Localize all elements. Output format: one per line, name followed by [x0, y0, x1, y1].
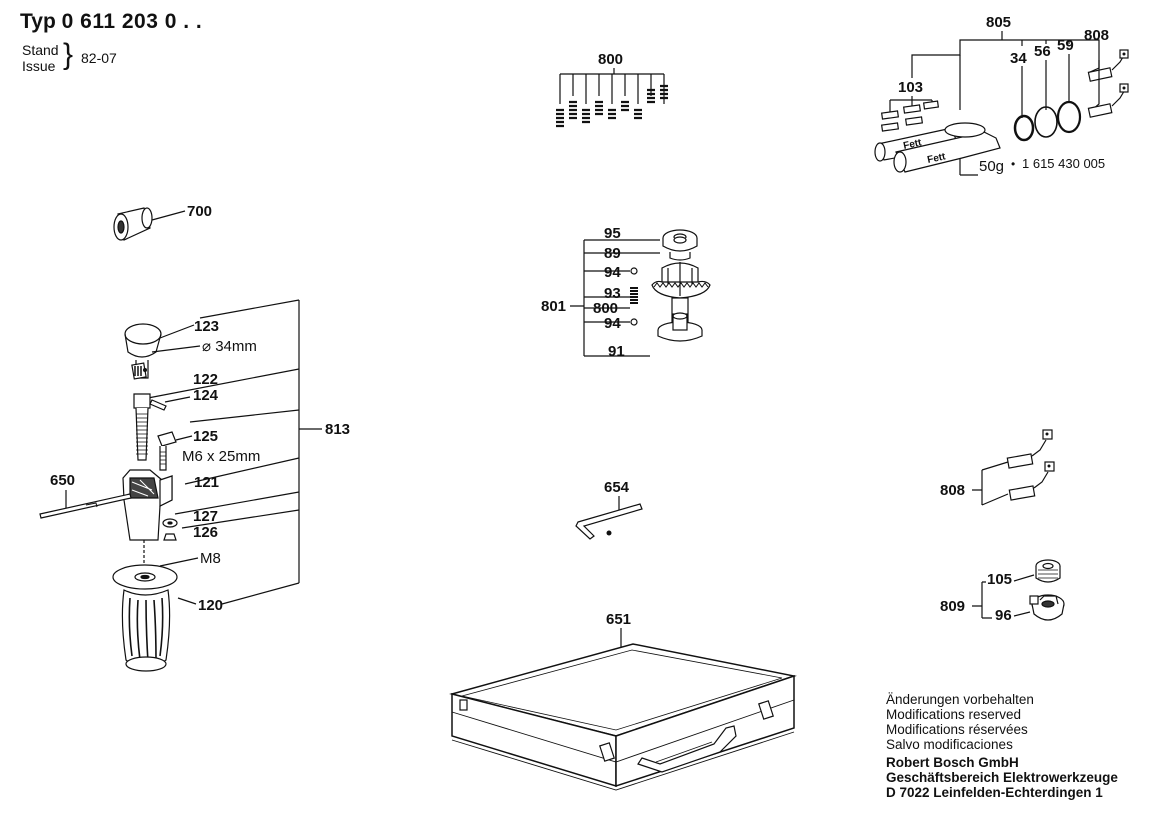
notes-block: Änderungen vorbehalten Modifications res…: [886, 692, 1118, 800]
gear-assembly-801: 95 89 94 93 801 800 94 91: [541, 225, 711, 360]
stand-issue-value: 82-07: [81, 50, 117, 66]
typ-label: Typ: [20, 10, 56, 33]
callout-801: 801: [541, 298, 566, 315]
note-line-5: Robert Bosch GmbH: [886, 755, 1019, 770]
tube-bullet: •: [1011, 157, 1015, 171]
note-line-3: Modifications réservées: [886, 722, 1028, 737]
callout-94-a: 94: [604, 264, 621, 281]
tube-label-front: Fett: [926, 151, 947, 166]
typ-number: 0 611 203 0 . .: [61, 10, 203, 33]
callout-124: 124: [193, 387, 219, 404]
note-line-4: Salvo modificaciones: [886, 737, 1013, 752]
callout-809: 809: [940, 598, 965, 615]
stand-issue-brace: }: [63, 38, 74, 71]
screw-size-m6: M6 x 25mm: [182, 448, 260, 465]
allen-key-654: 654: [575, 479, 643, 540]
callout-89: 89: [604, 245, 621, 262]
callout-105: 105: [987, 571, 1012, 588]
tube-part-number: 1 615 430 005: [1022, 156, 1105, 171]
callout-125: 125: [193, 428, 218, 445]
note-line-2: Modifications reserved: [886, 707, 1022, 722]
callout-800-mid: 800: [593, 300, 618, 317]
callout-813: 813: [325, 421, 350, 438]
callout-95: 95: [604, 225, 621, 242]
callout-103: 103: [898, 79, 923, 96]
callout-122: 122: [193, 371, 218, 388]
type-heading: Typ 0 611 203 0 . .: [20, 10, 202, 34]
callout-651: 651: [606, 611, 631, 628]
callout-91: 91: [608, 343, 625, 360]
callout-120: 120: [198, 597, 223, 614]
callout-93: 93: [604, 285, 621, 302]
carrying-case-651: 651: [449, 611, 797, 791]
callout-96: 96: [995, 607, 1012, 624]
parts-809: 105 809 96: [940, 559, 1065, 624]
note-line-7: D 7022 Leinfelden-Echterdingen 1: [886, 785, 1103, 800]
callout-94-b: 94: [604, 315, 621, 332]
issue-label: Issue: [22, 58, 56, 74]
grease-tube-front: Fett: [893, 131, 1001, 173]
callout-34: 34: [1010, 50, 1027, 67]
note-line-1: Änderungen vorbehalten: [886, 692, 1034, 707]
stand-label: Stand: [22, 42, 59, 58]
service-kit-805: 805 34 56 59 808 103: [874, 14, 1129, 176]
callout-700: 700: [187, 203, 212, 220]
tube-weight: 50g: [979, 158, 1004, 175]
callout-121: 121: [194, 474, 219, 491]
side-handle-813: 813 123 ⌀ 34mm 122 124 125 M6 x 25mm: [39, 299, 350, 672]
callout-123: 123: [194, 318, 219, 335]
spring-set-800: 800: [556, 51, 668, 128]
callout-800-top: 800: [598, 51, 623, 68]
cap-700: 700: [113, 203, 212, 241]
callout-127: 127: [193, 508, 218, 525]
thread-m8: M8: [200, 550, 221, 567]
diameter-34mm: ⌀ 34mm: [202, 338, 257, 355]
callout-56: 56: [1034, 43, 1051, 60]
callout-650: 650: [50, 472, 75, 489]
callout-126: 126: [193, 524, 218, 541]
carbon-brushes-808: 808: [940, 429, 1055, 506]
callout-808-top: 808: [1084, 27, 1109, 44]
callout-654: 654: [604, 479, 630, 496]
callout-805: 805: [986, 14, 1011, 31]
callout-59: 59: [1057, 37, 1074, 54]
note-line-6: Geschäftsbereich Elektrowerkzeuge: [886, 770, 1118, 785]
callout-808-mid: 808: [940, 482, 965, 499]
